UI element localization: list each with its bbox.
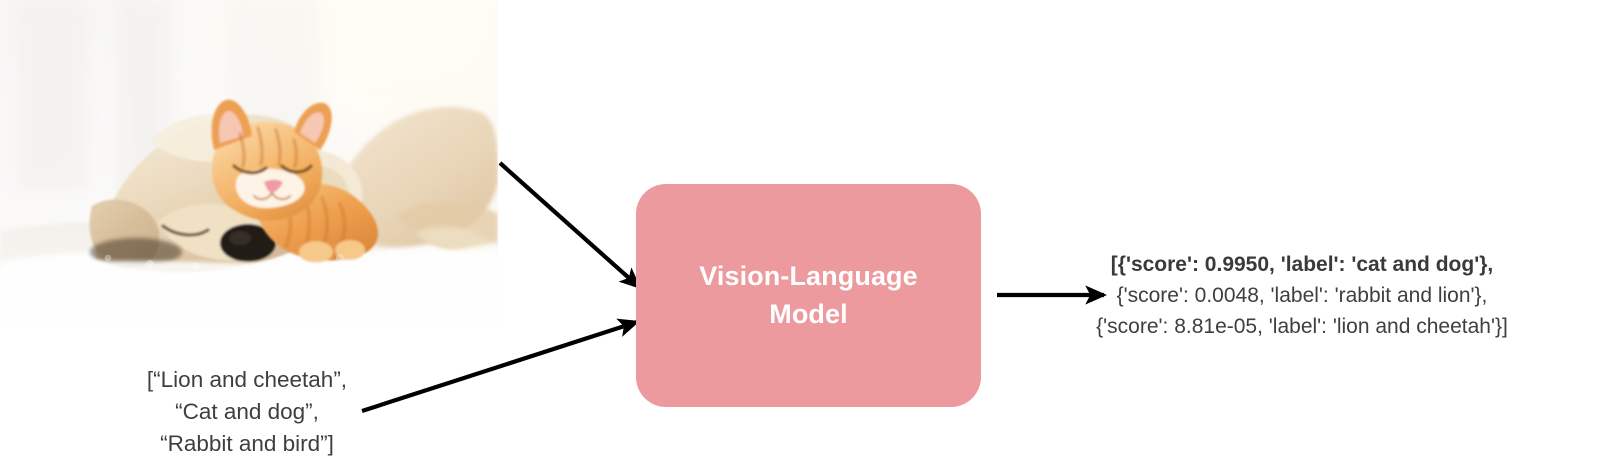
text-to-model-arrow xyxy=(361,318,640,413)
input-image xyxy=(0,0,498,326)
prediction-line-3: {'score': 8.81e-05, 'label': 'lion and c… xyxy=(1096,314,1508,338)
prediction-line-1: [{'score': 0.9950, 'label': 'cat and dog… xyxy=(1110,253,1494,276)
vision-language-model-box[interactable]: Vision-Language Model xyxy=(636,184,981,407)
model-box-label: Vision-Language Model xyxy=(699,261,918,329)
candidate-labels-text: [“Lion and cheetah”, “Cat and dog”, “Rab… xyxy=(146,367,348,456)
prediction-line-2: {'score': 0.0048, 'label': 'rabbit and l… xyxy=(1116,283,1488,307)
puppy-and-kitten-photo xyxy=(0,0,498,326)
image-to-model-arrow xyxy=(498,161,642,290)
output-predictions: [{'score': 0.9950, 'label': 'cat and dog… xyxy=(1078,250,1526,343)
